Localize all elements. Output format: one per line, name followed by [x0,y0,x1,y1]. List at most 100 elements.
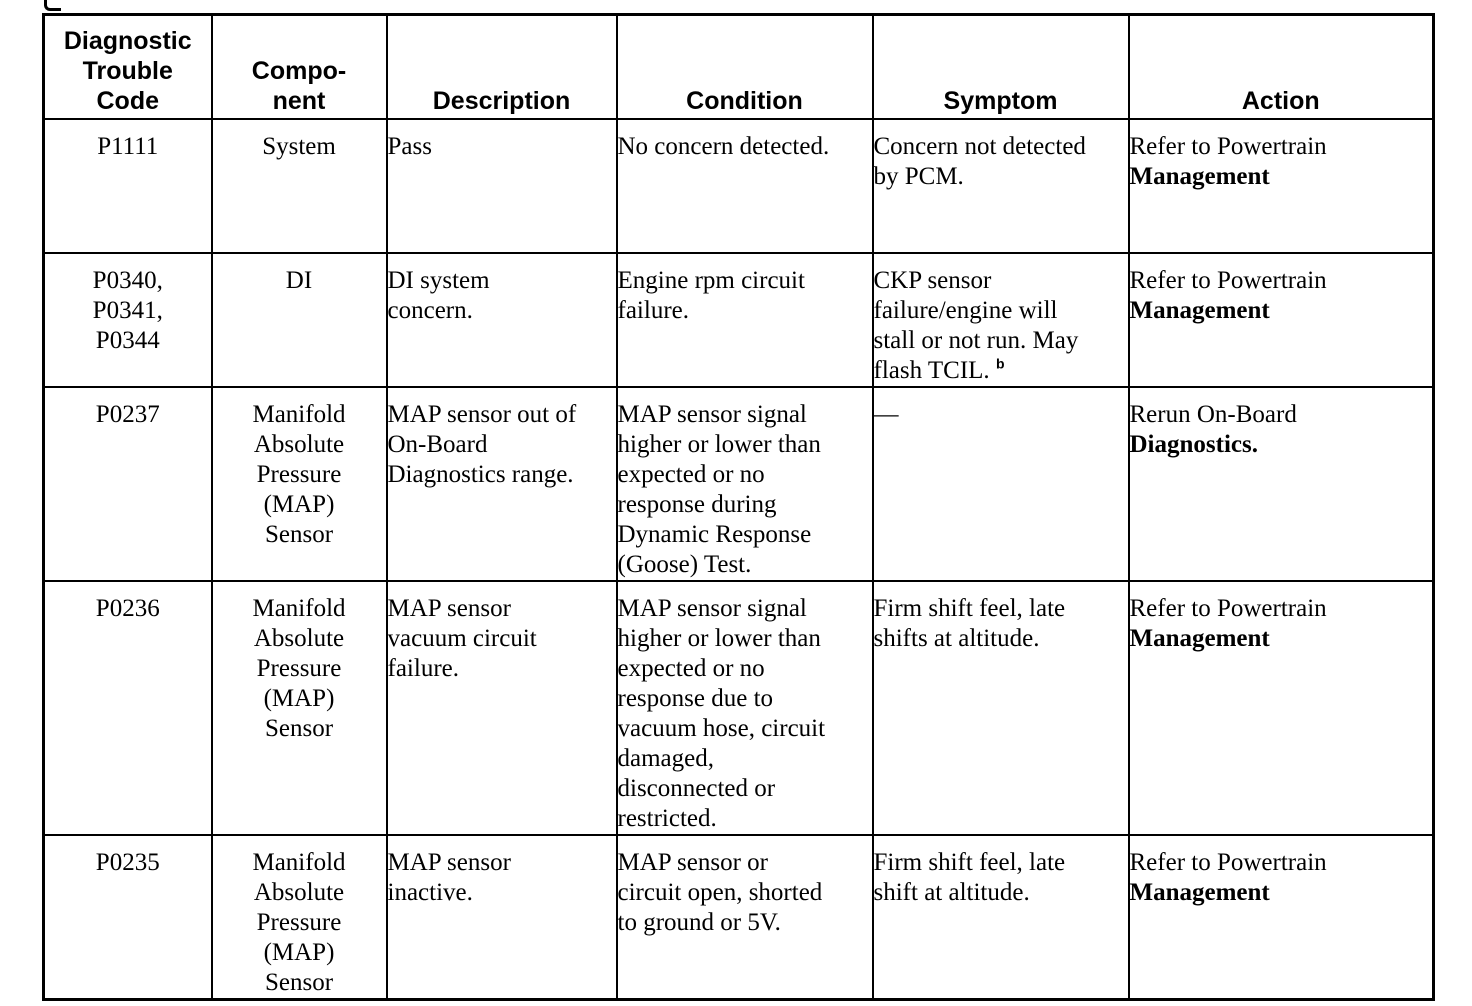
cell-component: System [210,118,388,254]
cell-component: DI [210,252,388,388]
cell-description: MAP sensor vacuum circuit failure. [385,580,618,836]
header-condition: Condition [615,13,874,120]
header-symptom-label: Symptom [943,87,1058,115]
cell-symptom-line: flash TCIL. b [873,355,1005,384]
cell-symptom-line: — [873,401,899,428]
cell-condition-line: expected or no [617,655,765,682]
cell-component-line: System [262,133,336,160]
cell-component-line: Absolute [253,879,345,906]
cell-description-line: concern. [387,297,473,324]
header-code-line: Code [96,87,160,115]
cell-description-line: DI system [387,267,490,294]
cell-component-line: Sensor [264,715,334,742]
cell-component-line: (MAP) [263,685,335,712]
cell-description: DI system concern. [385,252,618,388]
cell-condition-line: higher or lower than [617,625,821,652]
cell-action-line: Refer to Powertrain [1129,133,1327,160]
cell-component-line: DI [285,267,313,294]
cell-component-line: Absolute [253,625,345,652]
cell-description-line: MAP sensor out of [387,401,577,428]
cell-condition-line: circuit open, shorted [617,879,823,906]
cell-component-line: (MAP) [263,491,335,518]
cell-code: P0237 [42,386,213,582]
cell-action-line: Management [1129,297,1270,324]
header-code: Diagnostic Trouble Code [42,13,213,120]
cell-condition-line: expected or no [617,461,765,488]
cell-action-line: Management [1129,625,1270,652]
cell-component-line: Absolute [253,431,345,458]
cell-description-line: Diagnostics range. [387,461,574,488]
footnote-marker: b [995,355,1005,372]
cell-symptom-line: by PCM. [873,163,964,190]
page-corner-mark [44,0,61,11]
cell-code: P1111 [42,118,213,254]
cell-code-line: P0340, [92,267,163,294]
cell-description-line: inactive. [387,879,473,906]
cell-description-line: MAP sensor [387,595,511,622]
cell-condition-line: vacuum hose, circuit [617,715,826,742]
cell-component-line: Pressure [256,655,342,682]
header-symptom: Symptom [871,13,1130,120]
header-component-line: nent [272,87,326,115]
cell-description-line: failure. [387,655,459,682]
cell-action-line: Refer to Powertrain [1129,267,1327,294]
cell-condition: MAP sensor signal higher or lower than exp… [615,580,874,836]
table-body: P1111 System Pass No concern detected. Conce… [42,118,1435,1001]
cell-component-line: Sensor [264,521,334,548]
cell-condition: MAP sensor or circuit open, shorted to gro… [615,834,874,1001]
cell-condition-line: MAP sensor signal [617,595,807,622]
header-component-line: Compo- [251,57,347,85]
diagnostic-trouble-code-table: Diagnostic Trouble Code Compo- nent Desc… [42,13,1435,1001]
header-description: Description [385,13,618,120]
cell-condition-line: to ground or 5V. [617,909,781,936]
cell-action-line: Diagnostics. [1129,431,1258,458]
cell-symptom-line: CKP sensor [873,267,992,294]
cell-symptom-line: shift at altitude. [873,879,1030,906]
cell-symptom: — [871,386,1130,582]
cell-component-line: Manifold [252,401,346,428]
header-row: Diagnostic Trouble Code Compo- nent Desc… [42,13,1435,120]
cell-symptom-line: Firm shift feel, late [873,849,1066,876]
cell-condition-line: MAP sensor or [617,849,768,876]
cell-symptom-line: Firm shift feel, late [873,595,1066,622]
cell-code-line: P1111 [97,133,159,160]
cell-symptom: Firm shift feel, late shift at altitude. [871,834,1130,1001]
header-code-line: Trouble [82,57,173,85]
cell-code: P0340,P0341,P0344 [42,252,213,388]
cell-component-line: Pressure [256,909,342,936]
cell-symptom: Concern not detected by PCM. [871,118,1130,254]
cell-description: Pass [385,118,618,254]
cell-action-line: Management [1129,163,1270,190]
cell-description-line: On-Board [387,431,488,458]
cell-action-line: Management [1129,879,1270,906]
cell-action-line: Refer to Powertrain [1129,849,1327,876]
header-action: Action [1127,13,1435,120]
cell-symptom-line: Concern not detected [873,133,1086,160]
cell-condition-line: No concern detected. [617,133,830,160]
header-description-label: Description [432,87,571,115]
cell-condition-line: MAP sensor signal [617,401,807,428]
header-component: Compo- nent [210,13,388,120]
header-condition-label: Condition [686,87,803,115]
cell-component-line: Sensor [264,969,334,996]
cell-condition-line: Dynamic Response [617,521,812,548]
cell-description-line: Pass [387,133,432,160]
table-row: P1111 System Pass No concern detected. Conce… [42,118,1435,254]
cell-condition-line: restricted. [617,805,717,832]
cell-code-line: P0237 [95,401,160,428]
cell-condition-line: (Goose) Test. [617,551,752,578]
cell-description-line: vacuum circuit [387,625,537,652]
